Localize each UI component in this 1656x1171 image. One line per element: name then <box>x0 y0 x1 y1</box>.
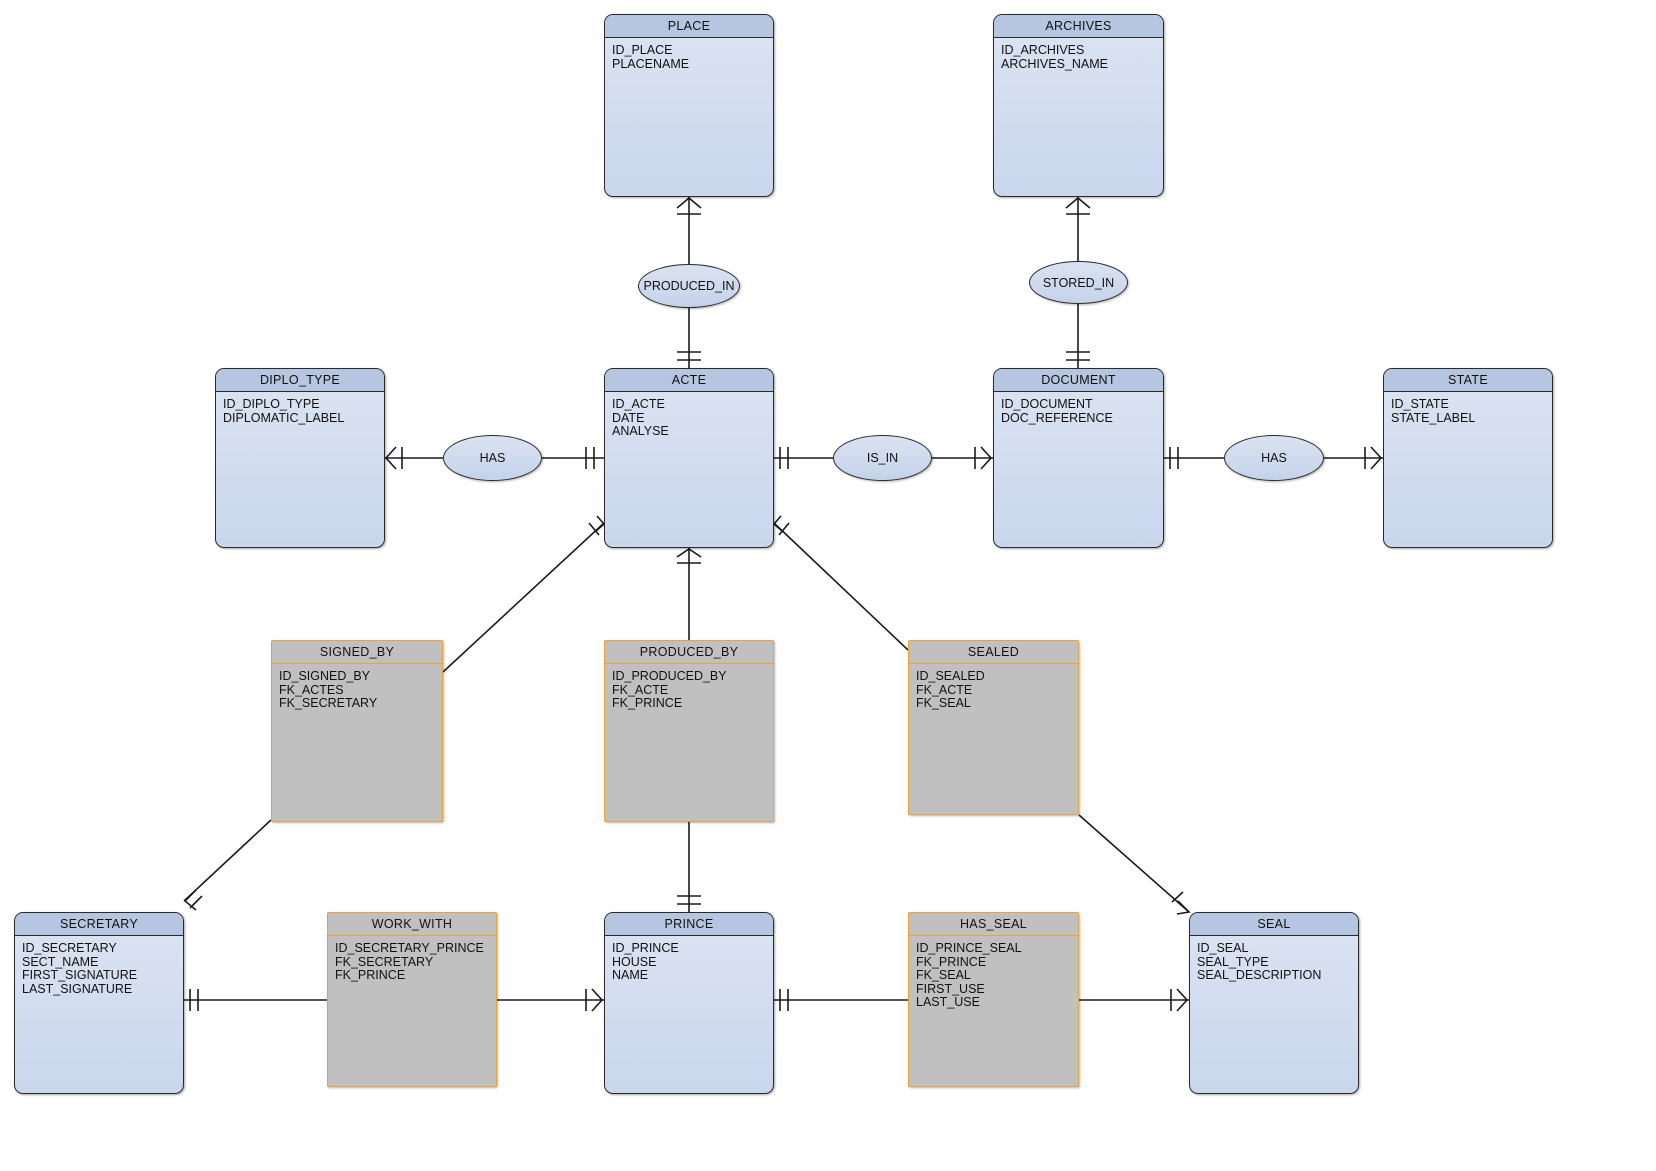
attribute-row: ID_STATE <box>1391 397 1449 411</box>
relationship-label: STORED_IN <box>1042 275 1115 290</box>
attribute-row: LAST_USE <box>916 995 980 1010</box>
entity-title-has-seal: HAS_SEAL <box>909 913 1078 936</box>
attribute-row: FK_SECRETARY <box>335 954 434 969</box>
relationship-stored_in[interactable]: STORED_IN <box>1029 261 1128 304</box>
attribute-row: ID_ARCHIVES <box>1001 43 1085 57</box>
attribute-row: ID_SECRETARY_PRINCE <box>335 941 484 955</box>
attribute-row: FIRST_SIGNATURE <box>22 968 138 983</box>
entity-title-archives: ARCHIVES <box>994 15 1163 38</box>
relationship-produced_in[interactable]: PRODUCED_IN <box>638 264 740 308</box>
attribute-row: FK_SECRETARY <box>279 696 378 711</box>
attribute-row: ID_DOCUMENT <box>1001 397 1093 411</box>
entity-title-state: STATE <box>1384 369 1552 392</box>
relationship-label: IS_IN <box>866 451 899 465</box>
attribute-row: ARCHIVES_NAME <box>1001 56 1108 71</box>
attribute-row: ID_ACTE <box>612 397 665 411</box>
attribute-row: ID_SEALED <box>916 669 985 683</box>
attribute-row: FK_ACTE <box>612 682 669 697</box>
relationship-label: HAS <box>479 451 506 465</box>
attribute-row: FK_PRINCE <box>916 954 987 969</box>
attribute-row: DOC_REFERENCE <box>1001 410 1113 425</box>
entity-title-signed-by: SIGNED_BY <box>272 641 442 664</box>
entity-title-produced-by: PRODUCED_BY <box>605 641 773 664</box>
attribute-row: FK_ACTES <box>279 682 344 697</box>
attribute-row: ANALYSE <box>612 424 669 439</box>
attribute-row: HOUSE <box>612 954 657 969</box>
entity-title-document: DOCUMENT <box>994 369 1163 392</box>
relationship-label: HAS <box>1261 451 1287 465</box>
relationship-is_in[interactable]: IS_IN <box>833 435 932 481</box>
relationship-has_state[interactable]: HAS <box>1224 435 1324 481</box>
attribute-row: LAST_SIGNATURE <box>22 981 133 996</box>
relationship-has_diplo[interactable]: HAS <box>443 435 542 481</box>
entity-title-prince: PRINCE <box>605 913 773 936</box>
crowfoot-place <box>676 196 702 209</box>
attribute-row: ID_SEAL <box>1197 941 1249 955</box>
entity-title-diplo-type: DIPLO_TYPE <box>216 369 384 392</box>
entity-title-place: PLACE <box>605 15 773 38</box>
attribute-row: SEAL_TYPE <box>1197 954 1269 969</box>
attribute-row: PLACENAME <box>612 56 690 71</box>
attribute-row: ID_PRINCE_SEAL <box>916 941 1022 955</box>
attribute-row: SEAL_DESCRIPTION <box>1197 968 1322 983</box>
attribute-row: SECT_NAME <box>22 954 99 969</box>
attribute-row: FK_PRINCE <box>612 696 683 711</box>
attribute-row: STATE_LABEL <box>1391 410 1476 425</box>
attribute-row: ID_SIGNED_BY <box>279 669 371 683</box>
attribute-row: ID_PRINCE <box>612 941 679 955</box>
attribute-row: ID_PLACE <box>612 43 673 57</box>
attribute-row: FK_SEAL <box>916 696 971 711</box>
relationship-label: PRODUCED_IN <box>643 279 735 293</box>
attribute-row: FK_SEAL <box>916 968 971 983</box>
attribute-row: DIPLOMATIC_LABEL <box>223 410 345 425</box>
entity-title-work-with: WORK_WITH <box>328 913 496 936</box>
attribute-row: ID_DIPLO_TYPE <box>223 397 320 411</box>
attribute-row: ID_PRODUCED_BY <box>612 669 727 683</box>
attribute-row: ID_SECRETARY <box>22 941 117 955</box>
attribute-row: FK_ACTE <box>916 682 973 697</box>
entity-title-secretary: SECRETARY <box>15 913 183 936</box>
attribute-row: NAME <box>612 968 649 983</box>
entity-title-sealed: SEALED <box>909 641 1078 664</box>
attribute-row: FK_PRINCE <box>335 968 406 983</box>
attribute-row: FIRST_USE <box>916 981 985 996</box>
attribute-row: DATE <box>612 410 645 425</box>
entity-title-seal: SEAL <box>1190 913 1358 936</box>
entity-title-acte: ACTE <box>605 369 773 392</box>
